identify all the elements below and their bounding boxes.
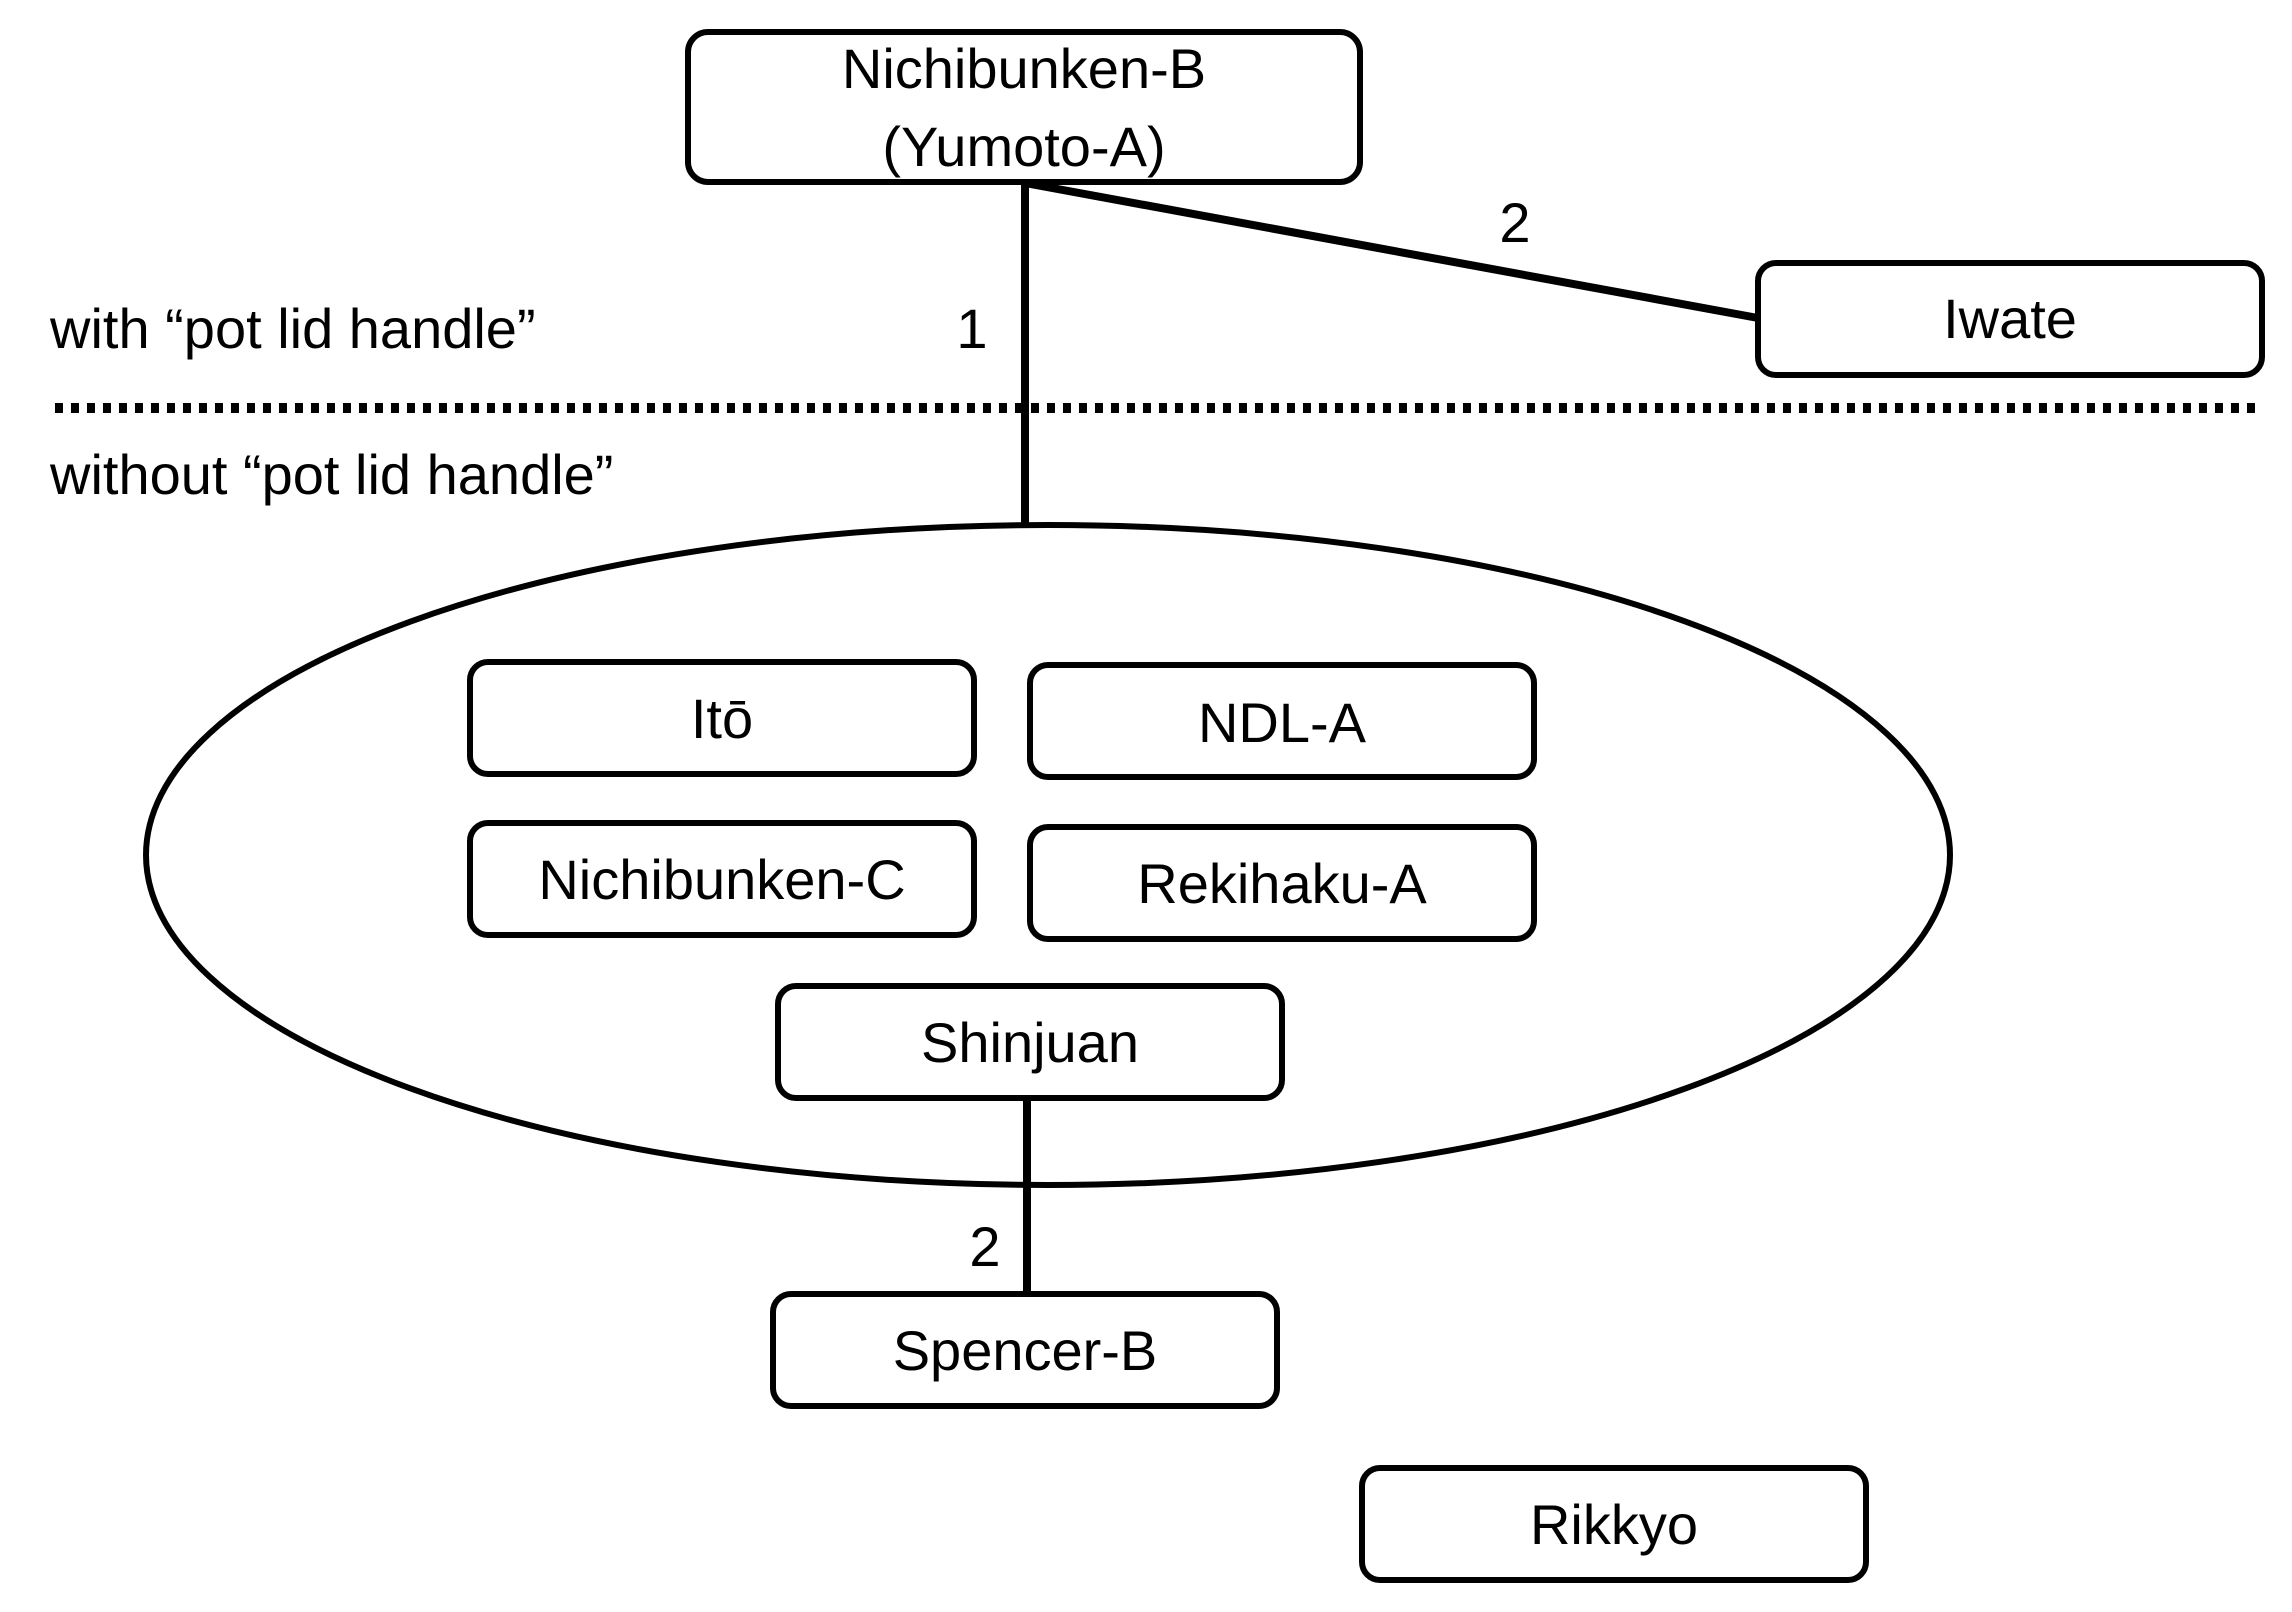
edge-label-2-iwate: 2 bbox=[1499, 191, 1530, 254]
node-nichibunken-c: Nichibunken-C bbox=[467, 820, 977, 938]
node-shinjuan: Shinjuan bbox=[775, 983, 1285, 1101]
node-rikkyo: Rikkyo bbox=[1359, 1465, 1869, 1583]
node-iwate-label: Iwate bbox=[1943, 287, 2077, 350]
region-label-without: without “pot lid handle” bbox=[49, 443, 613, 506]
node-iwate: Iwate bbox=[1755, 260, 2265, 378]
region-label-with: with “pot lid handle” bbox=[49, 297, 536, 360]
node-shinjuan-label: Shinjuan bbox=[921, 1011, 1139, 1074]
edge-top-to-iwate bbox=[1024, 179, 1759, 322]
node-nichibunken-b-line1: Nichibunken-B bbox=[842, 37, 1206, 100]
group-ellipse bbox=[143, 522, 1953, 1188]
node-rikkyo-label: Rikkyo bbox=[1530, 1493, 1698, 1556]
node-ndl-a-label: NDL-A bbox=[1198, 691, 1367, 754]
node-nichibunken-b: Nichibunken-B (Yumoto-A) bbox=[685, 29, 1363, 185]
edge-label-1: 1 bbox=[956, 297, 987, 360]
node-nichibunken-c-label: Nichibunken-C bbox=[538, 848, 905, 911]
node-ndl-a: NDL-A bbox=[1027, 662, 1537, 780]
node-ito: Itō bbox=[467, 659, 977, 777]
node-spencer-b: Spencer-B bbox=[770, 1291, 1280, 1409]
edge-label-2-spencer: 2 bbox=[969, 1215, 1000, 1278]
node-nichibunken-b-line2: (Yumoto-A) bbox=[882, 115, 1165, 178]
node-rekihaku-a: Rekihaku-A bbox=[1027, 824, 1537, 942]
node-rekihaku-a-label: Rekihaku-A bbox=[1137, 852, 1427, 915]
node-ito-label: Itō bbox=[691, 687, 753, 750]
node-spencer-b-label: Spencer-B bbox=[893, 1319, 1158, 1382]
